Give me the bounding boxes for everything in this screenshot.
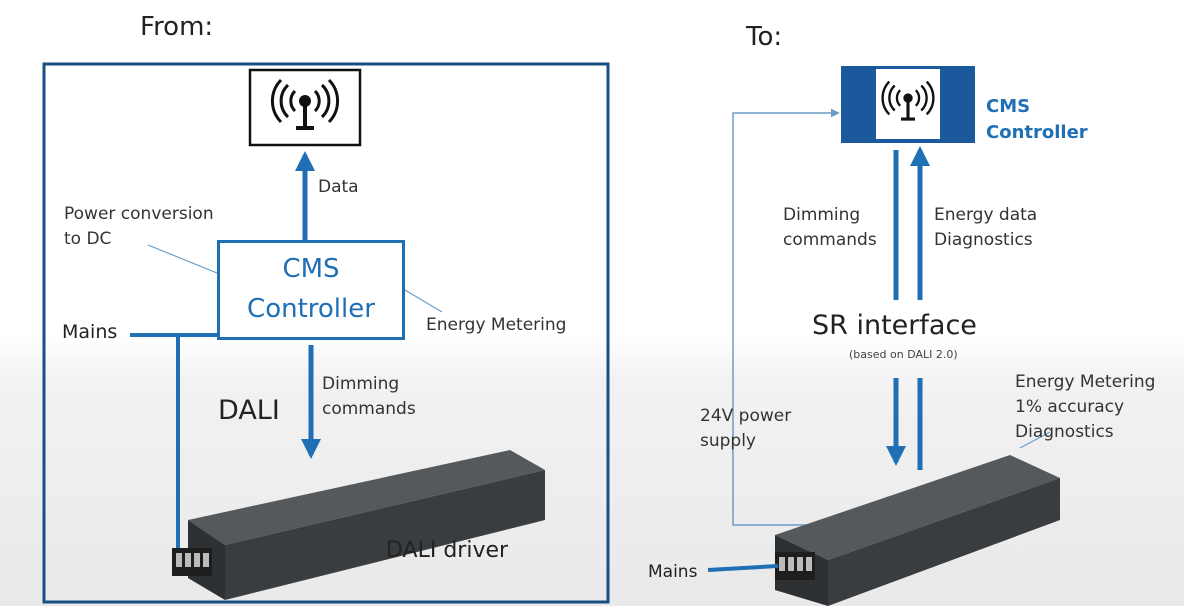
left-antenna-box <box>248 68 362 147</box>
right-cms-line1: CMS <box>986 96 1031 117</box>
right-cms-line2: Controller <box>986 122 1088 143</box>
power-conversion-label-1: Power conversion <box>64 204 214 224</box>
dimming-label-1: Dimming <box>322 374 400 394</box>
left-cms-line1: CMS <box>282 254 340 284</box>
left-cms-controller-box <box>217 240 405 340</box>
right-dimming-label-2: commands <box>783 230 877 250</box>
right-metering-label-1: Energy Metering <box>1015 372 1156 392</box>
antenna-icon <box>881 80 935 121</box>
right-dimming-label-1: Dimming <box>783 205 861 225</box>
dimming-label-2: commands <box>322 399 416 419</box>
power-conversion-label-2: to DC <box>64 229 112 249</box>
to-heading: To: <box>746 22 783 52</box>
energy-metering-label: Energy Metering <box>426 315 567 335</box>
right-metering-pointer <box>1019 431 1051 449</box>
power-pointer-line <box>147 244 223 276</box>
from-heading: From: <box>140 12 214 42</box>
diagnostics-label: Diagnostics <box>934 230 1033 250</box>
power-supply-label-1: 24V power <box>700 406 792 426</box>
right-dali-driver <box>775 455 1060 606</box>
antenna-icon <box>270 78 340 130</box>
left-panel-frame <box>42 62 610 604</box>
left-dali-driver <box>172 450 545 600</box>
metering-pointer-line <box>404 289 443 313</box>
data-label: Data <box>318 177 359 197</box>
energy-data-label: Energy data <box>934 205 1038 225</box>
sr-interface-sub: (based on DALI 2.0) <box>849 348 958 361</box>
mains-label-left: Mains <box>62 321 118 343</box>
dali-label: DALI <box>218 395 280 426</box>
right-metering-label-3: Diagnostics <box>1015 422 1114 442</box>
mains-label-right: Mains <box>648 562 698 582</box>
sr-interface-label: SR interface <box>812 310 977 341</box>
dali-driver-label: DALI driver <box>386 538 509 563</box>
right-metering-label-2: 1% accuracy <box>1015 397 1125 417</box>
left-cms-line2: Controller <box>247 294 375 324</box>
power-supply-line <box>732 108 840 526</box>
power-supply-label-2: supply <box>700 431 756 451</box>
mains-line-right <box>707 564 779 572</box>
